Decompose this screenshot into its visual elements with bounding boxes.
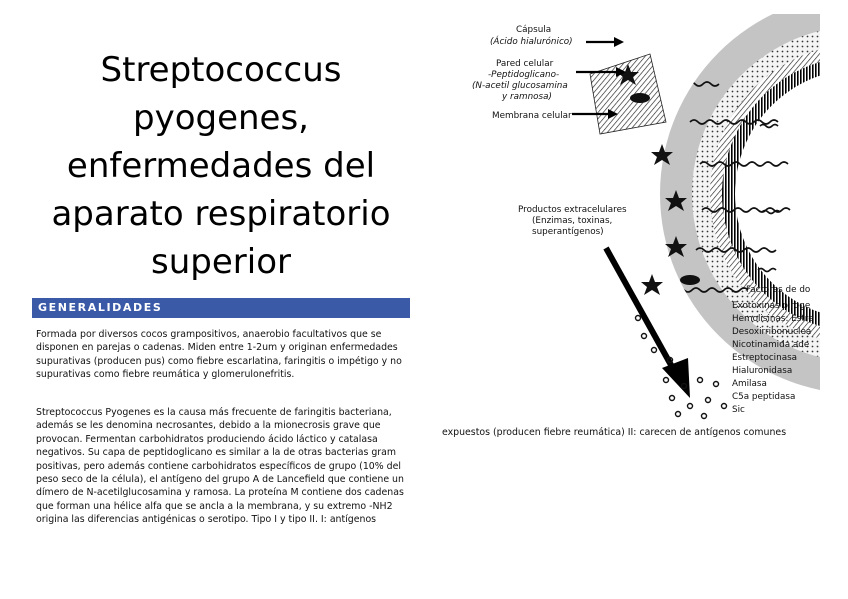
- factor-item: Desoxirribonuclea: [732, 327, 811, 337]
- factor-item: Estreptocinasa: [732, 353, 797, 363]
- products-label: Productos extracelulares: [518, 205, 627, 215]
- surface-proteins: [617, 64, 700, 295]
- paragraph-overview: Formada por diversos cocos grampositivos…: [36, 329, 402, 381]
- factor-item: Hialuronidasa: [732, 366, 792, 376]
- factor-item: Nicotinamida ade: [732, 340, 809, 350]
- bacterial-structure-figure: Cápsula (Ácido hialurónico) Pared celula…: [440, 0, 848, 426]
- factor-item: Exotoxinas piroge: [732, 301, 810, 311]
- products-sublabel-1: (Enzimas, toxinas,: [532, 216, 612, 226]
- capsule-sublabel: (Ácido hialurónico): [490, 35, 573, 47]
- paragraph-details: Streptococcus Pyogenes es la causa más f…: [36, 407, 404, 526]
- paragraph-continuation: expuestos (producen fiebre reumática) II…: [442, 427, 787, 438]
- capsule-label: Cápsula: [516, 25, 551, 35]
- products-sublabel-2: superantígenos): [532, 227, 604, 237]
- factor-item: Sic: [732, 405, 745, 415]
- wall-sublabel-2: (N-acetil glucosamina: [472, 81, 568, 91]
- section-heading-generalidades: GENERALIDADES: [32, 298, 410, 318]
- factors-title: Factores de do: [746, 285, 810, 295]
- products-arrow: [603, 246, 679, 376]
- factor-item: Amilasa: [732, 379, 767, 389]
- factor-item: Hemolisinas: Estre: [732, 314, 814, 324]
- factor-item: C5a peptidasa: [732, 392, 795, 402]
- wall-sublabel-1: -Peptidoglicano-: [488, 70, 559, 80]
- wall-label: Pared celular: [496, 59, 554, 69]
- membrane-label: Membrana celular: [492, 111, 572, 121]
- page-title: Streptococcus pyogenes, enfermedades del…: [51, 50, 391, 282]
- secreted-products: [634, 314, 728, 420]
- wall-sublabel-3: y ramnosa): [501, 92, 552, 102]
